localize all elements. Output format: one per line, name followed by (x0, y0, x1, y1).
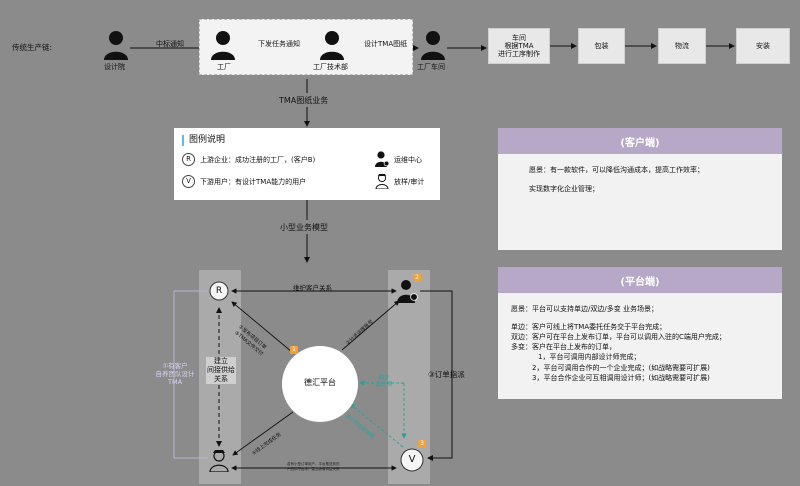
step-line: 车间 (512, 33, 526, 42)
legend-accent-bar (182, 135, 184, 146)
client-line-1: 愿景：有一款软件，可以降低沟通成本，提高工作效率； (529, 166, 704, 174)
actor-factory-tech: 工厂技术部 (313, 63, 348, 71)
person-icon-factory (211, 31, 235, 60)
ops-center-icon (375, 151, 389, 167)
badge-2: 2 (413, 274, 421, 282)
step-line: 进行工序制作 (498, 50, 540, 59)
v-node-symbol: V (408, 454, 416, 465)
person-icon-factory-tech (320, 31, 344, 60)
platform-panel: (平台端) 愿景：平台可以支持单边/双边/多变 业务场景； 单边：客户可线上将T… (498, 267, 782, 399)
edge-label-design: 设计TMA图纸 (364, 40, 408, 48)
platform-line-7: 3，平台合作企业可互相调用设计师；(如战略需要可扩展) (532, 374, 710, 382)
highlight-region (199, 19, 413, 75)
actor-design-institute: 设计院 (104, 63, 125, 71)
platform-line-1: 愿景：平台可以支持单边/双边/多变 业务场景； (511, 305, 658, 313)
platform-line-3: 双边：客户可在平台上发布订单，平台可以调用入驻的C端用户完成； (511, 333, 726, 341)
sample-audit-node-icon (209, 450, 229, 472)
label-left-note: ①有客户 自养团队设计 TMA (150, 362, 200, 386)
lack-line: 缺少 (378, 375, 390, 381)
edge-label-task: 下发任务通知 (258, 40, 300, 48)
r-node (209, 281, 229, 301)
bottom-note-line: 若有小型订单用户，平台推送到的 (287, 462, 340, 466)
step-line: 安装 (756, 41, 770, 50)
platform-line-2: 单边：客户可线上将TMA委托任务交于平台完成； (511, 323, 667, 331)
ops-center-node-icon (397, 280, 418, 303)
badge-1: 1 (290, 346, 298, 354)
label-maintain: 维护客户关系 (293, 284, 332, 292)
label-bottom-note: 若有小型订单用户，平台推送到的 产品供不应求，建立缺省供给关系 (287, 462, 359, 471)
v-node (400, 448, 424, 472)
label-order-dispatch: ③订单指派 (428, 370, 465, 379)
badge-3: 3 (418, 440, 426, 448)
step-logistics: 物流 (658, 28, 706, 64)
step-install: 安装 (736, 28, 790, 64)
legend-downstream-symbol: V (182, 175, 195, 188)
platform-line-4: 多变：客户在平台上发布的订单， (511, 343, 616, 351)
person-icon-design-institute (104, 31, 128, 60)
sample-audit-icon (375, 173, 389, 189)
arrow-diag-lower-left (232, 411, 294, 456)
legend-downstream-text: 下游用户：有设计TMA能力的用户 (200, 178, 307, 186)
build-line: 关系 (214, 375, 228, 384)
left-note-line: ①有客户 (162, 362, 188, 370)
arrow-diag-r (231, 301, 293, 353)
platform-panel-title: (平台端) (498, 267, 782, 293)
legend-sample-label: 放样/审计 (394, 178, 425, 186)
client-panel-title: (客户端) (498, 128, 782, 154)
left-note-line: TMA (167, 378, 183, 387)
legend-ops-label: 运维中心 (394, 156, 422, 164)
step-line: 根据TMA (504, 41, 534, 50)
platform-line-6: 2，平台可调用合作的一个企业完成；(如战略需要可扩展) (532, 364, 710, 372)
client-panel: (客户端) 愿景：有一款软件，可以降低沟通成本，提高工作效率； 实现数字化企业管… (498, 128, 782, 250)
edge-label-bid: 中标通知 (156, 40, 184, 48)
chain-label: 传统生产链: (12, 43, 53, 52)
client-line-2: 实现数字化企业管理； (529, 185, 599, 193)
build-line: 建立 (214, 357, 228, 365)
platform-circle (282, 346, 358, 422)
legend-title: 图例说明 (189, 135, 226, 145)
arrow-order-dispatch (420, 290, 453, 461)
legend-box: 图例说明 R 上游企业：成功注册的工厂，(客户B) V 下游用户：有设计TMA能… (174, 128, 440, 200)
label-build-supply: 建立 间接供给 关系 (206, 357, 236, 385)
actor-workshop: 工厂车间 (417, 63, 445, 71)
arrow-diag-teal (349, 403, 404, 448)
bottom-note-line: 产品供不应求，建立缺省供给关系 (287, 466, 340, 471)
legend-upstream-symbol: R (182, 153, 195, 166)
person-icon-workshop (421, 31, 445, 60)
platform-line-5: 1，平台可调用内部设计师完成； (538, 353, 641, 361)
step-workshop-process: 车间 根据TMA 进行工序制作 (488, 28, 550, 64)
step-packaging: 包装 (578, 28, 625, 64)
actor-factory: 工厂 (217, 63, 231, 71)
label-lack-designer: 缺少 设计师 (373, 375, 395, 389)
lack-line: 设计师 (375, 381, 393, 388)
left-bracket (173, 290, 208, 459)
r-node-symbol: R (215, 286, 223, 296)
build-line: 间接供给 (207, 366, 235, 375)
step-line: 包装 (594, 41, 609, 50)
legend-upstream-text: 上游企业：成功注册的工厂，(客户B) (200, 156, 316, 164)
left-note-line: 自养团队设计 (155, 370, 195, 379)
platform-label: 德汇平台 (304, 378, 336, 387)
step-line: 物流 (675, 41, 689, 50)
flow-label-tma: TMA图纸业务 (279, 96, 329, 105)
flow-label-model: 小型业务模型 (280, 223, 328, 232)
arrow-diag-ops (341, 300, 400, 351)
